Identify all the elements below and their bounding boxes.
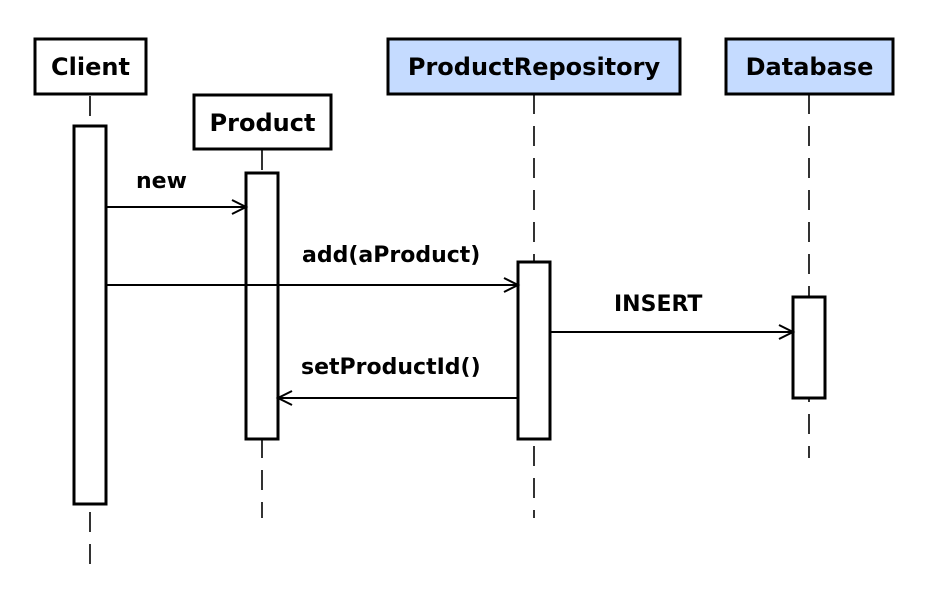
message-insert: INSERT: [550, 292, 796, 340]
participant-client-label: Client: [51, 53, 130, 81]
message-set-product-id-label: setProductId(): [301, 355, 481, 380]
message-add-arrowhead: [503, 277, 521, 293]
participant-repository-label: ProductRepository: [408, 53, 661, 81]
participant-repository: ProductRepository: [386, 37, 682, 96]
participant-database-label: Database: [746, 53, 874, 81]
participant-product: Product: [192, 93, 333, 151]
message-add: add(aProduct): [106, 243, 521, 293]
message-insert-arrowhead: [778, 324, 796, 340]
database-activation: [791, 295, 827, 400]
message-set-product-id: setProductId(): [275, 355, 518, 406]
message-insert-label: INSERT: [614, 292, 702, 317]
client-activation: [72, 124, 108, 506]
product-activation: [244, 171, 280, 441]
participant-product-label: Product: [210, 109, 316, 137]
participant-database: Database: [724, 37, 895, 96]
message-set-product-id-arrowhead: [275, 390, 293, 406]
message-new-label: new: [136, 169, 187, 194]
message-add-label: add(aProduct): [302, 243, 480, 268]
participant-repository-box: [386, 37, 682, 96]
participant-database-box: [724, 37, 895, 96]
repository-activation: [516, 260, 552, 441]
message-new-arrowhead: [231, 199, 249, 215]
participant-client: Client: [33, 37, 148, 96]
message-new: new: [106, 169, 249, 215]
participant-product-box: [192, 93, 333, 151]
participant-client-box: [33, 37, 148, 96]
